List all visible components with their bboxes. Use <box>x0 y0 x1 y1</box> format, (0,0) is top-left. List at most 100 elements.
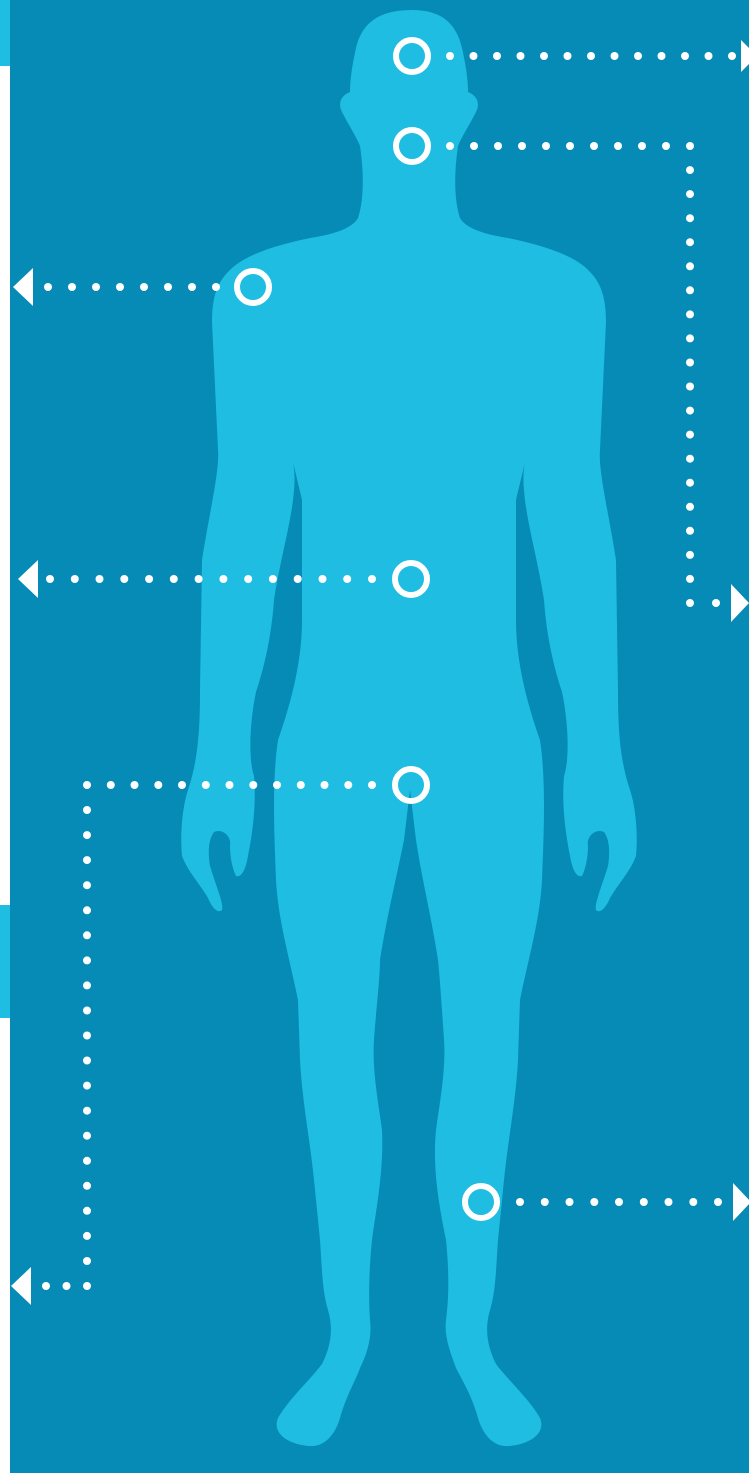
connector-dot <box>83 981 91 989</box>
connector-dot <box>83 1157 91 1165</box>
connector-dot <box>686 334 694 342</box>
connector-dot <box>131 781 139 789</box>
connector-dot <box>83 1057 91 1065</box>
connector-dot <box>244 575 252 583</box>
connector-dot <box>728 52 736 60</box>
connector-dot <box>665 1198 673 1206</box>
connector-dot <box>516 1198 524 1206</box>
connector-dot <box>321 781 329 789</box>
connector-dot <box>712 599 720 607</box>
connector-dot <box>92 283 100 291</box>
connector-dot <box>145 575 153 583</box>
connector-dot <box>640 1198 648 1206</box>
connector-dot <box>634 52 642 60</box>
connector-dot <box>83 956 91 964</box>
connector-dot <box>681 52 689 60</box>
connector-dot <box>686 142 694 150</box>
connector-dot <box>343 575 351 583</box>
connector-dot <box>273 781 281 789</box>
connector-dot <box>686 407 694 415</box>
connector-dot <box>178 781 186 789</box>
connector-dot <box>195 575 203 583</box>
connector-dot <box>188 283 196 291</box>
connector-dot <box>686 455 694 463</box>
connector-dot <box>686 238 694 246</box>
connector-dot <box>83 881 91 889</box>
connector-dot <box>44 283 52 291</box>
connector-dot <box>590 142 598 150</box>
connector-dot <box>154 781 162 789</box>
connector-dot <box>319 575 327 583</box>
connector-dot <box>297 781 305 789</box>
connector-dot <box>587 52 595 60</box>
connector-dot <box>662 142 670 150</box>
connector-dot <box>686 383 694 391</box>
connector-dot <box>615 1198 623 1206</box>
connector-dot <box>83 1232 91 1240</box>
connector-dot <box>83 806 91 814</box>
connector-dot <box>68 283 76 291</box>
connector-dot <box>344 781 352 789</box>
connector-dot <box>83 1107 91 1115</box>
connector-dot <box>566 1198 574 1206</box>
connector-dot <box>83 1132 91 1140</box>
connector-dot <box>42 1282 50 1290</box>
connector-dot <box>689 1198 697 1206</box>
connector-dot <box>611 52 619 60</box>
connector-dot <box>294 575 302 583</box>
connector-dot <box>83 931 91 939</box>
connector-dot <box>614 142 622 150</box>
connector-dot <box>83 831 91 839</box>
connector-dot <box>686 575 694 583</box>
connector-dot <box>470 142 478 150</box>
connector-dot <box>226 781 234 789</box>
connector-dot <box>541 1198 549 1206</box>
connector-dot <box>517 52 525 60</box>
connector-dot <box>120 575 128 583</box>
connector-dot <box>686 479 694 487</box>
connector-dot <box>140 283 148 291</box>
connector-dot <box>542 142 550 150</box>
connector-dot <box>116 283 124 291</box>
connector-dot <box>686 262 694 270</box>
connector-dot <box>518 142 526 150</box>
body-map-panel <box>10 0 749 1473</box>
connector-dot <box>686 599 694 607</box>
connector-dot <box>83 1182 91 1190</box>
connector-dot <box>96 575 104 583</box>
connector-dot <box>566 142 574 150</box>
connector-dot <box>686 286 694 294</box>
connector-dot <box>368 575 376 583</box>
connector-dot <box>83 781 91 789</box>
connector-dot <box>658 52 666 60</box>
connector-dot <box>714 1198 722 1206</box>
connector-dot <box>164 283 172 291</box>
connector-dot <box>590 1198 598 1206</box>
knee-connector <box>516 1198 722 1206</box>
connector-dot <box>686 503 694 511</box>
connector-dot <box>83 1207 91 1215</box>
connector-dot <box>83 1282 91 1290</box>
connector-dot <box>368 781 376 789</box>
connector-dot <box>446 142 454 150</box>
connector-dot <box>686 310 694 318</box>
connector-dot <box>83 1257 91 1265</box>
connector-dot <box>202 781 210 789</box>
connector-dot <box>46 575 54 583</box>
connector-dot <box>83 1032 91 1040</box>
connector-dot <box>107 781 115 789</box>
connector-dot <box>686 431 694 439</box>
top-edge-tab <box>0 0 10 66</box>
connector-dot <box>219 575 227 583</box>
body-diagram <box>10 0 749 1473</box>
connector-dot <box>638 142 646 150</box>
connector-dot <box>83 906 91 914</box>
connector-dot <box>83 1007 91 1015</box>
connector-dot <box>63 1282 71 1290</box>
connector-dot <box>212 283 220 291</box>
connector-dot <box>83 856 91 864</box>
connector-dot <box>705 52 713 60</box>
connector-dot <box>170 575 178 583</box>
connector-dot <box>493 52 501 60</box>
connector-dot <box>540 52 548 60</box>
